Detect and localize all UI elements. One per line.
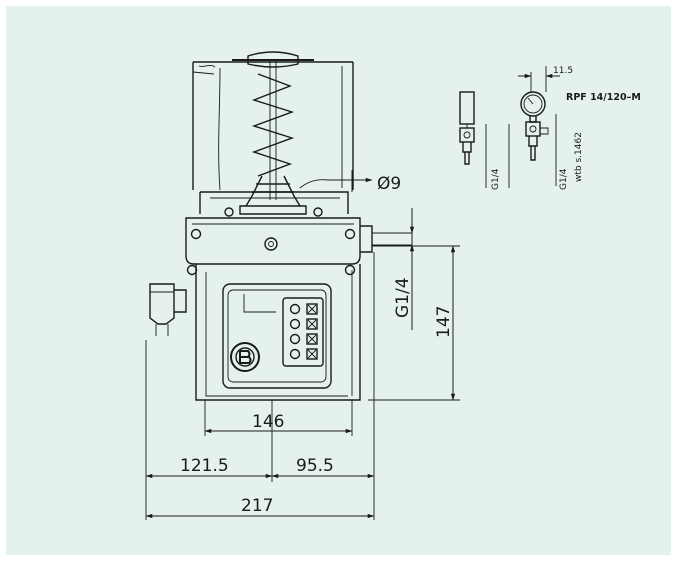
outlet-thread-label: G1/4 <box>393 277 413 318</box>
body-width-label: 146 <box>252 412 284 432</box>
overall-width-label: 217 <box>241 496 273 516</box>
extension-lines <box>145 252 375 520</box>
electrical-connector <box>149 283 187 336</box>
spring <box>251 60 295 200</box>
logo-mark <box>230 342 260 372</box>
reservoir <box>192 61 354 191</box>
drawing-sheet <box>6 6 671 555</box>
base-housing <box>195 264 361 401</box>
follower-plate <box>232 51 314 68</box>
panel-indicators <box>289 303 318 360</box>
detail-offset-dimension <box>518 66 560 92</box>
detail-offset-label: 11.5 <box>553 66 573 76</box>
right-part-label: 95.5 <box>296 456 334 476</box>
diameter-callout <box>299 170 373 192</box>
control-panel <box>222 283 332 389</box>
seal-cone <box>239 175 307 215</box>
height-label: 147 <box>434 306 454 338</box>
diameter-label: Ø9 <box>377 174 401 194</box>
outlet-fitting <box>360 225 412 253</box>
height-dimension <box>368 245 460 401</box>
detail-thread-right: G1/4 <box>559 168 569 190</box>
detail-thread-left: G1/4 <box>491 168 501 190</box>
left-part-label: 121.5 <box>180 456 229 476</box>
pressure-gauge <box>520 91 549 161</box>
detail-fitting-left <box>459 91 510 188</box>
pump-head <box>185 191 361 276</box>
detail-model-label: RPF 14/120–M <box>566 92 641 103</box>
detail-note: wtb s.1462 <box>574 132 584 182</box>
